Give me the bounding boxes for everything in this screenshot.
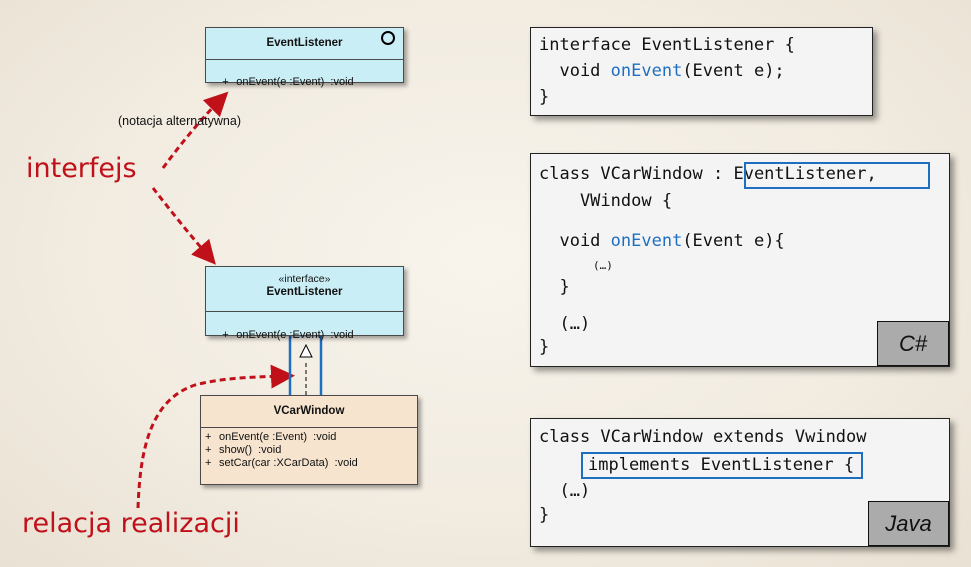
relacja-realizacji-label: relacja realizacji [22,508,240,539]
code-line: } [539,505,550,525]
uml-operation: +onEvent(e :Event) :void [205,431,337,443]
lollipop-icon [381,31,395,45]
code-line: (…) [539,481,591,501]
uml-class-vcarwindow: VCarWindow +onEvent(e :Event) :void +sho… [200,395,418,485]
uml-class-name: VCarWindow [273,405,345,417]
uml-interface-alt-header: EventListener [206,28,403,60]
uml-interface-alt-name: EventListener [266,37,343,49]
realization-triangle [299,343,313,358]
language-badge-java: Java [868,501,949,546]
uml-operation: +setCar(car :XCarData) :void [205,457,358,469]
code-line: interface EventListener { [539,35,795,55]
uml-class-operations: +onEvent(e :Event) :void +show() :void +… [201,428,417,470]
uml-interface: «interface» EventListener +onEvent(e :Ev… [205,266,404,341]
code-line: implements EventListener { [588,455,855,475]
code-line: class VCarWindow extends Vwindow [539,427,867,447]
alt-notation-note: (notacja alternatywna) [118,114,241,128]
uml-operation: +show() :void [205,444,282,456]
code-line: void onEvent(Event e); [539,61,785,81]
code-box-interface: interface EventListener { void onEvent(E… [530,27,873,116]
code-line: class VCarWindow : EventListener, [539,164,877,184]
uml-interface-alt: EventListener +onEvent(e :Event) :void [205,27,404,88]
code-line: } [539,277,570,297]
uml-interface-header: «interface» EventListener [206,267,403,312]
uml-operation: +onEvent(e :Event) :void [222,329,354,341]
code-box-csharp: class VCarWindow : EventListener, VWindo… [530,153,950,367]
arrow-to-alt-notation [161,91,229,169]
uml-operation: +onEvent(e :Event) :void [222,76,354,88]
uml-class-header: VCarWindow [201,396,417,428]
code-line: } [539,337,550,357]
uml-interface-name: EventListener [266,286,343,298]
code-line: (…) [539,314,591,334]
interfejs-label: interfejs [26,153,137,184]
code-line: } [539,87,550,107]
java-implements-highlight [581,452,863,479]
arrow-to-realization [136,364,295,509]
language-badge-csharp: C# [877,321,949,366]
code-line: void onEvent(Event e){ [539,231,785,251]
code-box-java: class VCarWindow extends Vwindow impleme… [530,418,950,547]
code-line: (…) [593,259,613,272]
uml-stereotype: «interface» [278,273,331,285]
csharp-inheritance-highlight [744,162,930,189]
arrow-to-interface [151,187,216,265]
code-line: VWindow { [539,191,673,211]
